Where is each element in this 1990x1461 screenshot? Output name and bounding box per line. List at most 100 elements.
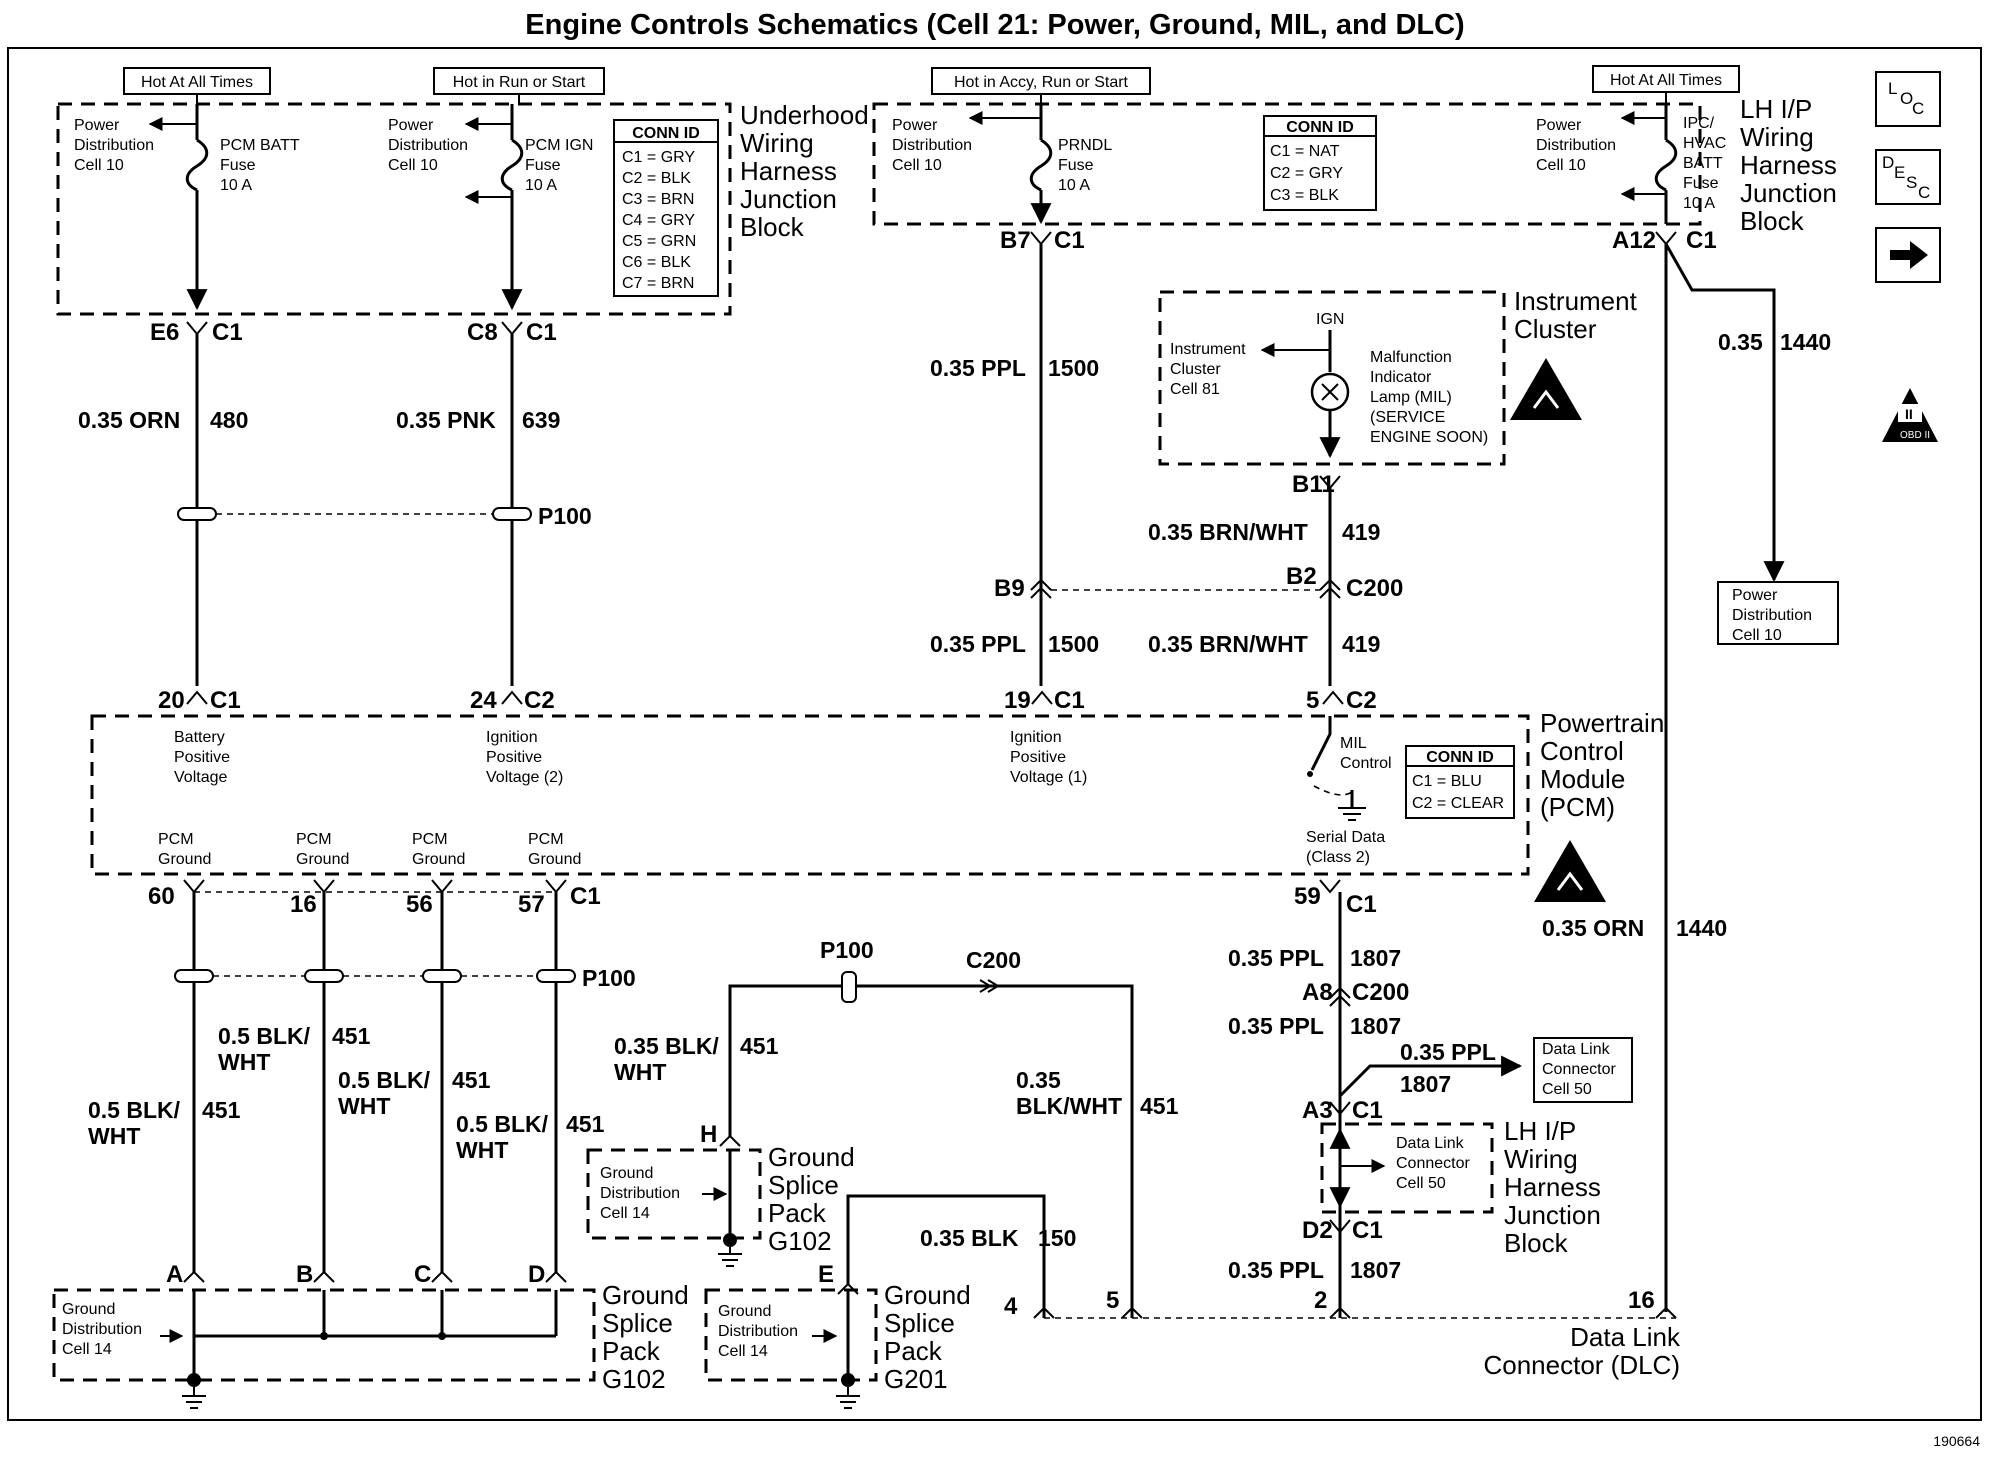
hot-label-4: Hot At All Times	[1592, 65, 1740, 93]
svg-text:Connector: Connector	[1542, 1061, 1616, 1078]
pcm-ign-fuse-label: PCM IGN Fuse 10 A	[525, 137, 593, 194]
svg-text:Block: Block	[1740, 206, 1805, 236]
wire-1807-gauge-3: 0.35 PPL	[1400, 1039, 1496, 1065]
pcm-batt-fuse-symbol	[185, 138, 209, 192]
wire-639-gauge: 0.35 PNK	[396, 407, 496, 433]
svg-text:Positive: Positive	[174, 749, 230, 766]
p100-label-inline: P100	[820, 937, 874, 963]
p100-connector-1	[177, 507, 217, 521]
svg-text:Pack: Pack	[602, 1336, 661, 1366]
svg-text:Power: Power	[74, 117, 120, 134]
svg-text:Block: Block	[740, 212, 805, 242]
wire-1440-gauge: 0.35	[1718, 329, 1763, 355]
ground-pin-a: A	[166, 1261, 183, 1288]
svg-text:Connector: Connector	[1396, 1155, 1470, 1172]
svg-text:Lamp (MIL): Lamp (MIL)	[1370, 389, 1452, 406]
mil-label: Malfunction Indicator Lamp (MIL) (SERVIC…	[1370, 349, 1488, 446]
svg-text:BLK/WHT: BLK/WHT	[1016, 1093, 1122, 1119]
svg-text:Indicator: Indicator	[1370, 369, 1432, 386]
svg-text:WHT: WHT	[456, 1137, 508, 1163]
svg-text:WHT: WHT	[614, 1059, 666, 1085]
pcm-ign-fuse-symbol	[500, 138, 524, 192]
mil-control-switch-icon	[1307, 716, 1366, 821]
next-button[interactable]	[1875, 227, 1941, 283]
svg-text:Distribution: Distribution	[1732, 607, 1812, 624]
svg-text:C2 = BLK: C2 = BLK	[622, 170, 691, 187]
wire-1440-circuit: 1440	[1780, 329, 1831, 355]
svg-text:Hot in Run or Start: Hot in Run or Start	[453, 74, 586, 91]
p100-label-top: P100	[538, 503, 592, 529]
wire-1500-gauge-lower: 0.35 PPL	[930, 631, 1026, 657]
connector-c200-top: C200	[1346, 575, 1403, 602]
svg-text:Cell 10: Cell 10	[892, 157, 942, 174]
svg-text:Distribution: Distribution	[62, 1321, 142, 1338]
c200-label-inline: C200	[966, 947, 1021, 973]
svg-text:10 A: 10 A	[525, 177, 557, 194]
svg-text:Power: Power	[1536, 117, 1582, 134]
svg-text:Harness: Harness	[1504, 1172, 1601, 1202]
c200-inline-symbol	[979, 979, 1000, 993]
ipc-hvac-fuse-symbol	[1654, 138, 1678, 192]
connector-b2: B2	[1286, 563, 1317, 590]
wire-451-a: 0.5 BLK/ WHT 451	[88, 1097, 241, 1149]
connector-e6-c1: C1	[212, 319, 243, 346]
connector-d2-c1: C1	[1352, 1217, 1383, 1244]
svg-text:Wiring: Wiring	[1740, 122, 1814, 152]
svg-text:C2 = CLEAR: C2 = CLEAR	[1412, 795, 1504, 812]
svg-text:MIL: MIL	[1340, 735, 1367, 752]
svg-text:PCM: PCM	[158, 831, 194, 848]
svg-text:WHT: WHT	[88, 1123, 140, 1149]
svg-text:Wiring: Wiring	[740, 128, 814, 158]
pin-5: 5	[1306, 687, 1319, 714]
pin-59-c1: C1	[1346, 891, 1377, 918]
svg-text:Ground: Ground	[296, 851, 349, 868]
hot-label-3: Hot in Accy, Run or Start	[931, 67, 1151, 95]
svg-text:PCM: PCM	[296, 831, 332, 848]
svg-text:Underhood: Underhood	[740, 100, 869, 130]
pcm-ign-voltage-2: Ignition Positive Voltage (2)	[486, 729, 563, 786]
p100-ground-1	[174, 969, 214, 983]
wire-451-h: 0.35 BLK/ WHT 451	[614, 1033, 779, 1085]
svg-text:Power: Power	[892, 117, 938, 134]
pcm-conn-id-table: CONN ID C1 = BLU C2 = CLEAR	[1405, 745, 1515, 819]
svg-text:Fuse: Fuse	[1683, 175, 1719, 192]
svg-text:Junction: Junction	[740, 184, 837, 214]
wire-1500-circuit-lower: 1500	[1048, 631, 1099, 657]
esd-warning-icon-1	[1510, 358, 1582, 420]
pcm-ign-voltage-1: Ignition Positive Voltage (1)	[1010, 729, 1087, 786]
instrument-cluster-name: Instrument Cluster	[1514, 286, 1638, 344]
prndl-fuse-symbol	[1029, 138, 1053, 192]
pin-59: 59	[1294, 883, 1321, 910]
pin-24: 24	[470, 687, 497, 714]
connector-a12: A12	[1612, 227, 1656, 254]
loc-button[interactable]: LOC	[1875, 71, 1941, 127]
dlc-ref-box: Data Link Connector Cell 50	[1533, 1037, 1633, 1103]
svg-text:PCM: PCM	[528, 831, 564, 848]
wire-419-circuit-lower: 419	[1342, 631, 1380, 657]
outer-frame	[7, 47, 1982, 1421]
svg-text:Positive: Positive	[1010, 749, 1066, 766]
svg-text:S: S	[1906, 173, 1917, 192]
p100-ground-3	[422, 969, 462, 983]
ground-splice-g102-dot	[187, 1373, 201, 1387]
svg-text:Malfunction: Malfunction	[1370, 349, 1452, 366]
svg-text:Distribution: Distribution	[1536, 137, 1616, 154]
wire-480-circuit: 480	[210, 407, 248, 433]
wire-1807-circuit-3: 1807	[1400, 1071, 1451, 1097]
svg-text:Ground: Ground	[158, 851, 211, 868]
lh-conn-id-table: CONN ID C1 = NAT C2 = GRY C3 = BLK	[1263, 115, 1377, 211]
lh-dlc-block-name: LH I/P Wiring Harness Junction Block	[1504, 1116, 1601, 1258]
svg-text:Pack: Pack	[768, 1198, 827, 1228]
dlc-ref-inner: Data Link Connector Cell 50	[1396, 1135, 1470, 1192]
wire-1440-gauge-lower: 0.35 ORN	[1542, 915, 1644, 941]
mil-lamp-icon	[1310, 372, 1350, 412]
wire-451-c: 0.5 BLK/ WHT 451	[338, 1067, 491, 1119]
svg-text:II: II	[1905, 406, 1913, 422]
svg-text:0.35 BLK/: 0.35 BLK/	[614, 1033, 719, 1059]
svg-text:CONN ID: CONN ID	[632, 125, 700, 142]
svg-text:Instrument: Instrument	[1514, 286, 1638, 316]
ground-splice-g201-name: Ground Splice Pack G201	[884, 1280, 971, 1394]
pcm-block	[90, 714, 1530, 876]
svg-text:LH I/P: LH I/P	[1740, 94, 1812, 124]
